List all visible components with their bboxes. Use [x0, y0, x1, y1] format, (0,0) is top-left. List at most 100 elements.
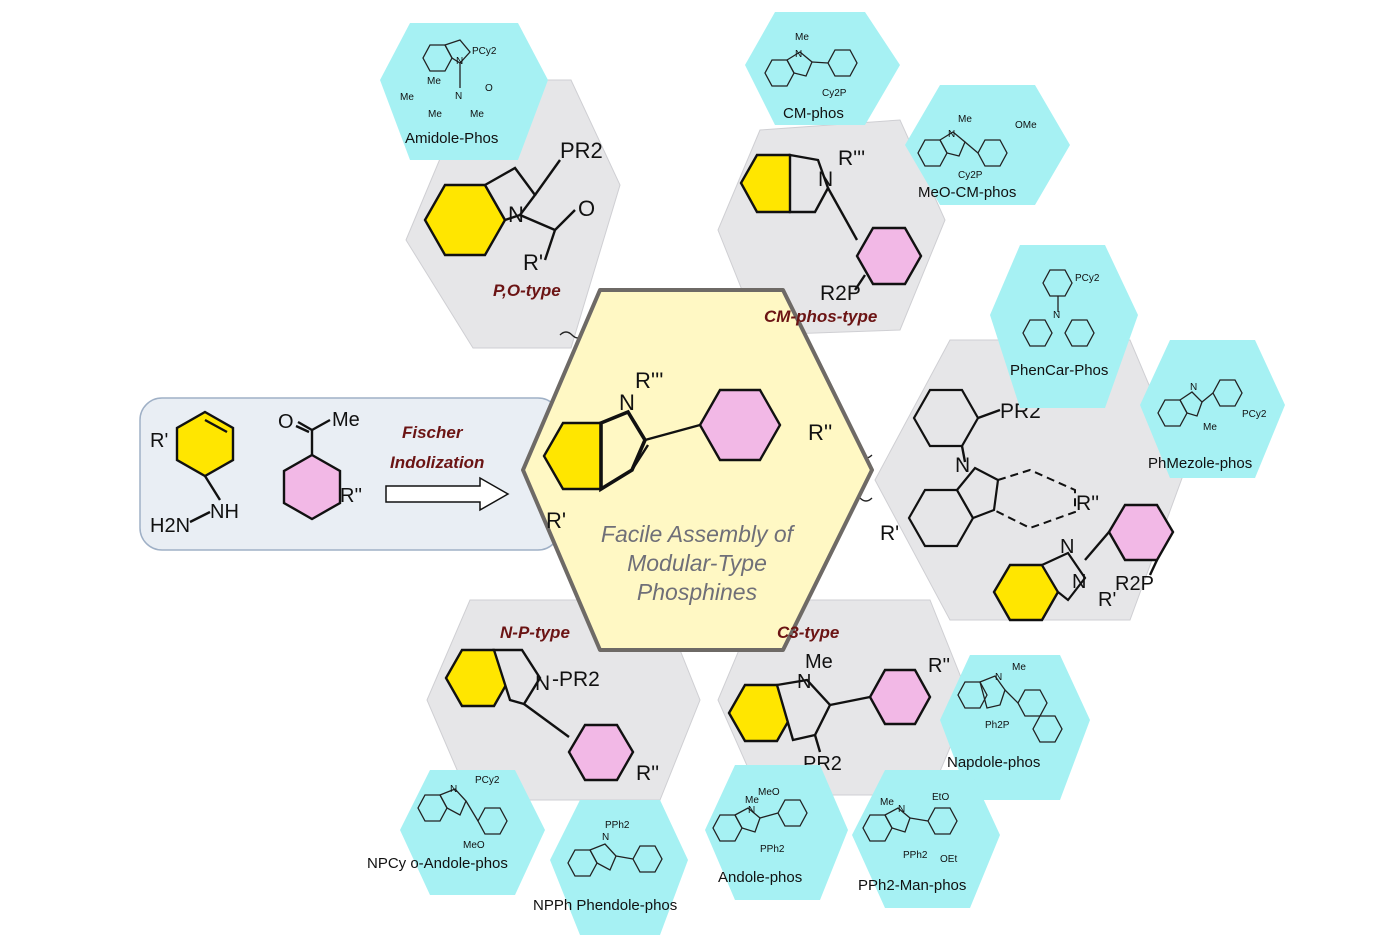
svg-text:MeO: MeO: [463, 840, 485, 851]
po-type-label: P,O-type: [493, 281, 561, 300]
cm-r2p: R2P: [820, 282, 861, 305]
ketone-o: O: [278, 411, 294, 433]
hydrazine-nh: NH: [210, 501, 239, 523]
c3-r: R'': [928, 655, 950, 677]
ligand-label: PPh2-Man-phos: [858, 877, 966, 894]
center-r-pink: R'': [808, 420, 832, 445]
svg-text:EtO: EtO: [932, 792, 949, 803]
np-pink-ring: [567, 723, 635, 782]
svg-text:OEt: OEt: [940, 854, 957, 865]
c3-n: N: [797, 671, 811, 693]
po-pr2: PR2: [560, 138, 603, 163]
ligand-label: NPCy o-Andole-phos: [367, 855, 508, 872]
ligand-cm-phos: N Me Cy2P CM-phos: [745, 12, 900, 125]
svg-text:PCy2: PCy2: [1075, 273, 1100, 284]
svg-text:PPh2: PPh2: [903, 850, 928, 861]
cm-pyrrole: [788, 153, 830, 214]
right-r-pink: R'': [1076, 492, 1099, 515]
cm-n: N: [818, 168, 833, 191]
center-caption-1: Facile Assembly of: [601, 521, 796, 547]
svg-text:Cy2P: Cy2P: [958, 170, 983, 181]
svg-text:N: N: [948, 129, 955, 140]
np-n: N: [535, 672, 550, 695]
ketone-r: R'': [340, 485, 362, 507]
svg-text:Ph2P: Ph2P: [985, 720, 1010, 731]
center-hexagon: [521, 288, 874, 652]
right-indole-pyrrole: [955, 466, 1000, 520]
svg-text:Me: Me: [428, 109, 442, 120]
svg-text:N: N: [456, 56, 463, 67]
ligand-phmezole-phos: N PCy2 Me PhMezole-phos: [1140, 340, 1285, 478]
np-type-label: N-P-type: [500, 623, 570, 642]
svg-text:N: N: [1053, 310, 1060, 321]
center-caption-3: Phosphines: [637, 579, 758, 605]
ligand-pph2-man-phos: EtO Me N PPh2 OEt PPh2-Man-phos: [852, 770, 1000, 908]
svg-text:O: O: [485, 83, 493, 94]
svg-text:PPh2: PPh2: [760, 844, 785, 855]
ligand-napdole-phos: N Me Ph2P Napdole-phos: [940, 655, 1090, 800]
svg-text:OMe: OMe: [1015, 120, 1037, 131]
fischer-title-2: Indolization: [390, 453, 484, 472]
svg-text:N: N: [450, 784, 457, 795]
svg-text:Me: Me: [427, 76, 441, 87]
ligand-label: PhMezole-phos: [1148, 455, 1252, 472]
reaction-arrow: [385, 476, 510, 512]
po-n: N: [508, 202, 524, 227]
center-r-nitrogen: R''': [635, 368, 664, 393]
np-pyrrole: [492, 648, 542, 706]
cm-pink-ring: [855, 226, 923, 286]
ligand-label: Napdole-phos: [947, 754, 1040, 771]
ligand-phencar-phos: N PCy2 PhenCar-Phos: [990, 245, 1138, 408]
center-r-yellow: R': [546, 508, 566, 533]
svg-text:PCy2: PCy2: [475, 775, 500, 786]
svg-text:PPh2: PPh2: [605, 820, 630, 831]
svg-text:Me: Me: [1203, 422, 1217, 433]
svg-text:N: N: [795, 49, 802, 60]
po-o: O: [578, 196, 595, 221]
ligand-amidole-phos: N PCy2 Me Me N O Me Me Amidole-Phos: [380, 23, 548, 160]
svg-text:N: N: [748, 805, 755, 816]
ketone-ring: [282, 453, 342, 521]
ligand-label: CM-phos: [783, 105, 844, 122]
svg-text:MeO: MeO: [758, 787, 780, 798]
svg-text:Me: Me: [400, 92, 414, 103]
svg-text:Me: Me: [1012, 662, 1026, 673]
right-r2p: R2P: [1115, 573, 1154, 595]
po-r: R': [523, 250, 543, 275]
center-caption-2: Modular-Type: [627, 550, 767, 576]
ligand-label: PhenCar-Phos: [1010, 362, 1108, 379]
svg-text:PCy2: PCy2: [472, 46, 497, 57]
po-pyrrole: [483, 166, 537, 222]
hydrazine-h2n: H2N: [150, 515, 190, 537]
svg-text:N: N: [995, 672, 1002, 683]
right-r-n: R': [1098, 589, 1116, 611]
center-pyrrole: [599, 409, 648, 493]
ligand-meo-cm-phos: N Me OMe Cy2P MeO-CM-phos: [905, 85, 1070, 205]
center-n: N: [619, 390, 635, 415]
cm-type-label: CM-phos-type: [764, 307, 877, 326]
np-r: R'': [636, 762, 659, 785]
right-n: N: [955, 454, 970, 477]
svg-text:N: N: [898, 804, 905, 815]
ligand-label: NPPh Phendole-phos: [533, 897, 677, 914]
svg-text:N: N: [1190, 382, 1197, 393]
right-n2: N: [1060, 536, 1074, 558]
svg-text:Me: Me: [470, 109, 484, 120]
fischer-title-1: Fischer: [402, 423, 464, 442]
hydrazine-r: R': [150, 430, 168, 452]
cm-r: R''': [838, 147, 865, 170]
c3-me: Me: [805, 651, 833, 673]
ligand-npcy-o-andole-phos: PCy2 N MeO NPCy o-Andole-phos: [367, 770, 545, 895]
svg-text:N: N: [602, 832, 609, 843]
c3-type-label: C3-type: [777, 623, 839, 642]
svg-text:Me: Me: [745, 795, 759, 806]
svg-text:Cy2P: Cy2P: [822, 88, 847, 99]
ligand-label: Amidole-Phos: [405, 130, 498, 147]
svg-text:Me: Me: [880, 797, 894, 808]
ligand-andole-phos: MeO Me N PPh2 Andole-phos: [705, 765, 848, 900]
svg-text:Me: Me: [795, 32, 809, 43]
right-n3: N: [1072, 571, 1086, 593]
right-r-prime: R': [880, 522, 899, 545]
np-pr2: -PR2: [552, 668, 600, 691]
